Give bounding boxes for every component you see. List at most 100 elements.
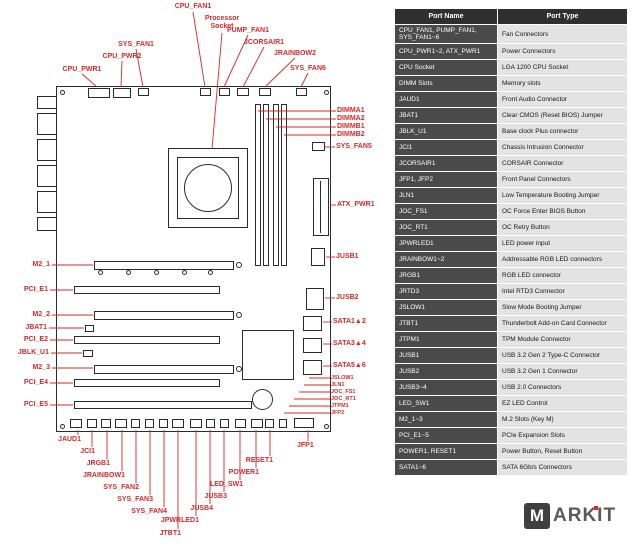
dimm-slot	[273, 104, 279, 266]
jrainbow2-header	[259, 88, 271, 96]
callout-pump-fan1: PUMP_FAN1	[226, 27, 270, 34]
chipset-area	[242, 330, 294, 380]
port-name-cell: DIMM Slots	[394, 75, 498, 92]
callout-jrainbow2: JRAINBOW2	[273, 50, 317, 57]
screw-hole	[324, 90, 329, 95]
pin-header	[265, 419, 274, 428]
callout-sys-fan4: SYS_FAN4	[131, 508, 167, 515]
table-header-row: Port Name Port Type	[394, 8, 628, 25]
port-type-cell: Base clock Plus connector	[497, 123, 628, 140]
callout-processor-socket: Processor Socket	[204, 15, 240, 30]
port-name-cell: JLN1	[394, 187, 498, 204]
pin-header	[235, 419, 246, 428]
port-name-cell: JTPM1	[394, 331, 498, 348]
pin-header	[87, 419, 97, 428]
m2-slot	[94, 311, 234, 320]
port-name-cell: M2_1~3	[394, 411, 498, 428]
cpu-socket-circle	[184, 164, 232, 212]
port-name-cell: PCI_E1~5	[394, 427, 498, 444]
jblk-u1-header	[83, 350, 93, 357]
port-name-cell: JPWRLED1	[394, 235, 498, 252]
port-type-cell: TPM Module Connector	[497, 331, 628, 348]
port-name-cell: JTBT1	[394, 315, 498, 332]
pin-header	[279, 419, 287, 428]
jbat1-jumper	[85, 325, 94, 332]
port-type-cell: Front Panel Connectors	[497, 171, 628, 188]
screw-hole	[126, 270, 131, 275]
front-panel-header	[294, 418, 314, 428]
callout-jtpm1: JTPM1	[331, 403, 349, 409]
callout-sys-fan1: SYS_FAN1	[118, 41, 154, 48]
port-type-cell: RGB LED connector	[497, 267, 628, 284]
callout-jusb3: JUSB3	[204, 493, 227, 500]
pin-header	[131, 419, 140, 428]
callout-joc-fs1: JOC_FS1	[331, 389, 356, 395]
port-name-cell: JRAINBOW1~2	[394, 251, 498, 268]
port-type-cell: Power Connectors	[497, 43, 628, 60]
port-name-cell: JUSB3~4	[394, 379, 498, 396]
m2-standoff	[236, 366, 242, 372]
sata-ports	[303, 316, 322, 331]
port-type-cell: Clear CMOS (Reset BIOS) Jumper	[497, 107, 628, 124]
pcie-slot	[74, 379, 220, 387]
atx-power-divider	[320, 181, 321, 233]
pin-header	[145, 419, 154, 428]
callout-sata3-4: SATA3▲4	[333, 340, 366, 347]
callout-reset1: RESET1	[245, 457, 273, 464]
logo-red-accent-icon	[594, 506, 598, 510]
port-name-cell: JSLOW1	[394, 299, 498, 316]
port-type-cell: OC Force Enter BIOS Button	[497, 203, 628, 220]
cpu-fan1-header	[200, 88, 211, 96]
callout-pci-e5: PCI_E5	[23, 401, 48, 408]
pin-header	[206, 419, 215, 428]
sata-ports	[303, 338, 322, 353]
pin-header	[70, 419, 82, 428]
dimm-slot	[255, 104, 261, 266]
screw-hole	[324, 424, 329, 429]
callout-atx-pwr1: ATX_PWR1	[337, 201, 375, 208]
port-name-cell: CPU Socket	[394, 59, 498, 76]
port-name-cell: JRGB1	[394, 267, 498, 284]
callout-dimmb1: DIMMB1	[337, 123, 365, 130]
port-type-cell: Memory slots	[497, 75, 628, 92]
dimm-slot	[263, 104, 269, 266]
col-port-name: Port Name	[394, 8, 498, 25]
callout-cpu-pwr2: CPU_PWR2	[102, 53, 142, 60]
port-type-cell: SATA 6Gb/s Connectors	[497, 459, 628, 476]
screw-hole	[208, 270, 213, 275]
callout-joc-rt1: JOC_RT1	[331, 396, 356, 402]
callout-m2-2: M2_2	[32, 311, 50, 318]
pin-header	[172, 419, 184, 428]
m2-standoff	[236, 312, 242, 318]
callout-dimma1: DIMMA1	[337, 107, 365, 114]
callout-pci-e4: PCI_E4	[23, 379, 48, 386]
port-type-cell: LGA 1200 CPU Socket	[497, 59, 628, 76]
port-type-cell: LED power input	[497, 235, 628, 252]
m2-slot	[94, 261, 234, 270]
callout-pci-e1: PCI_E1	[23, 286, 48, 293]
sys-fan1-header	[138, 88, 149, 96]
port-name-cell: POWER1, RESET1	[394, 443, 498, 460]
callout-sys-fan3: SYS_FAN3	[117, 496, 153, 503]
callout-led-sw1: LED_SW1	[209, 481, 243, 488]
screw-hole	[60, 90, 65, 95]
screw-hole	[98, 270, 103, 275]
port-name-cell: JAUD1	[394, 91, 498, 108]
port-name-cell: LED_SW1	[394, 395, 498, 412]
callout-jusb2: JUSB2	[336, 294, 359, 301]
dimm-slot	[281, 104, 287, 266]
